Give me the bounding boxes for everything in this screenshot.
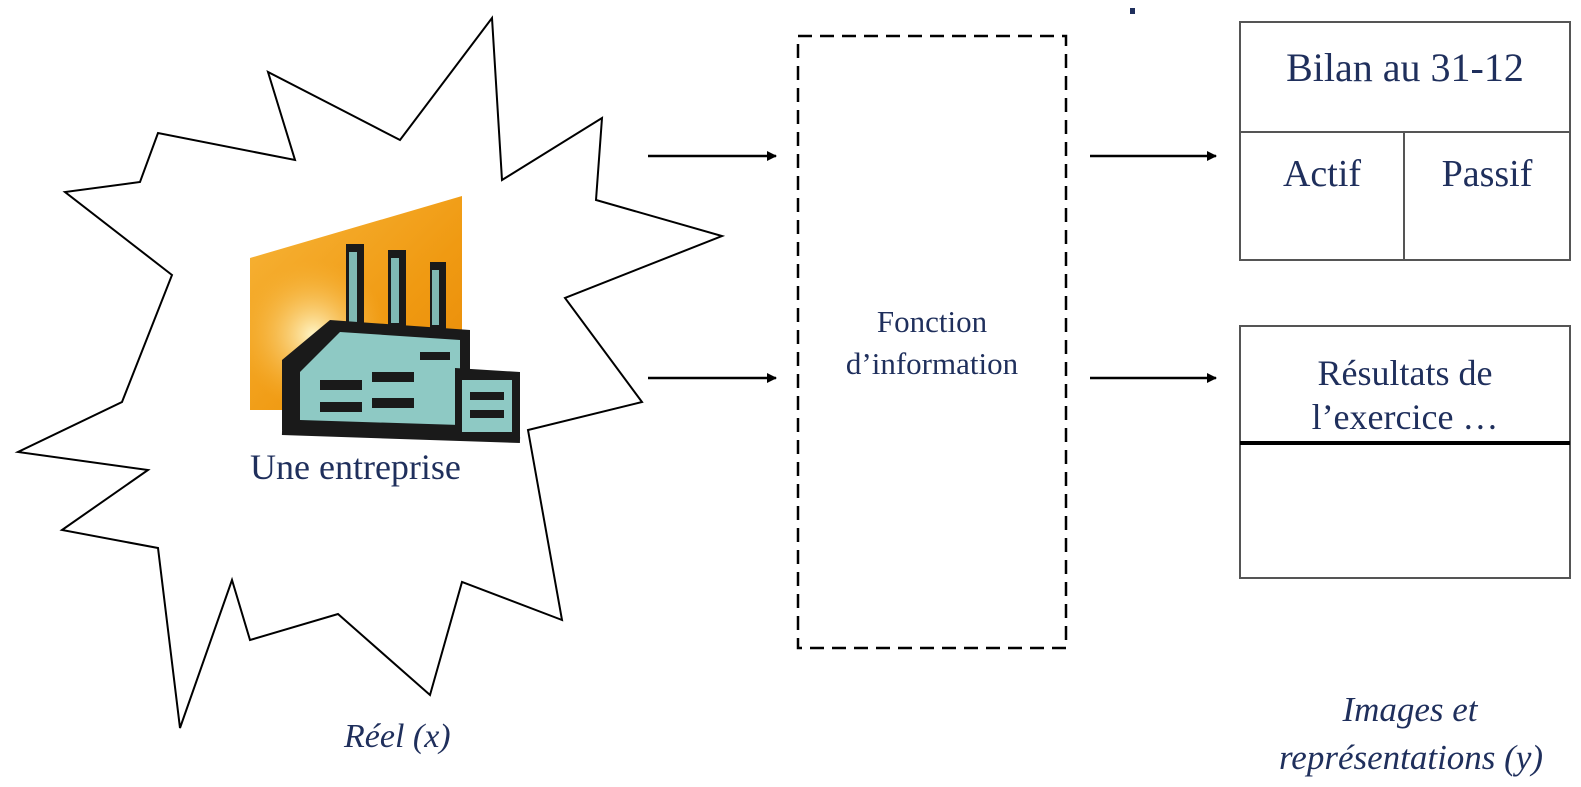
resultats-line1: Résultats de	[1317, 353, 1493, 393]
resultats-table	[1239, 325, 1571, 579]
process-box	[796, 34, 1068, 650]
bilan-col-actif: Actif	[1282, 153, 1362, 195]
process-label-line1: Fonction	[876, 304, 988, 339]
bilan-title: Bilan au 31-12	[1286, 45, 1524, 90]
company-label: Une entreprise	[250, 447, 461, 487]
bilan-col-passif: Passif	[1441, 153, 1533, 195]
factory-icon	[250, 196, 521, 443]
resultats-line2: l’exercice …	[1311, 397, 1499, 437]
bilan-table	[1239, 21, 1571, 261]
stray-mark	[1130, 8, 1135, 14]
images-caption-line2: représentations (y)	[1278, 738, 1544, 777]
reel-caption: Réel (x)	[344, 718, 451, 755]
process-label-line2: d’information	[845, 346, 1019, 381]
images-caption-line1: Images et	[1342, 690, 1478, 729]
